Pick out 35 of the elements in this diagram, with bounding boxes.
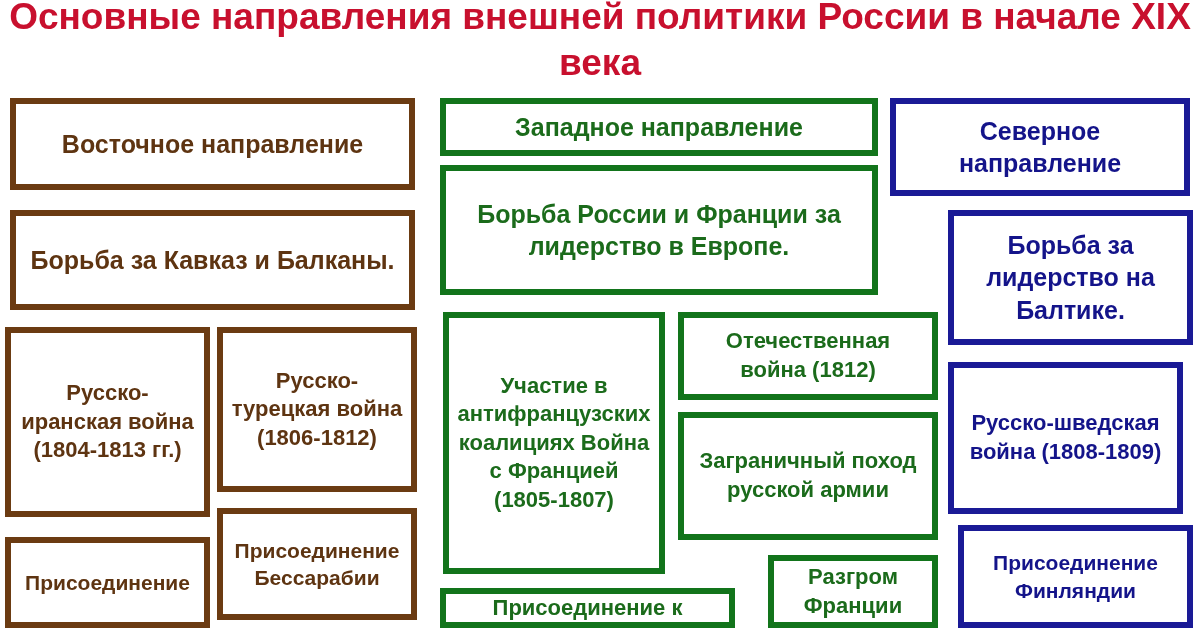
text-box [10, 98, 415, 190]
box-text: Северное направление [957, 115, 1123, 179]
box-text: Русско-турецкая война (1806-1812) [230, 366, 404, 452]
box-text: Присоединение к [492, 593, 683, 622]
box-text: Участие в антифранцузских коалициях Война с Францией (1805-1807) [456, 371, 652, 514]
box-text: Присоединение Финляндии [992, 550, 1159, 604]
text-box [10, 210, 415, 310]
text-box [217, 327, 417, 492]
box-text: Присоединение [25, 569, 190, 596]
box-text: Борьба за лидерство на Балтике. [985, 229, 1156, 326]
text-box [5, 327, 210, 517]
text-box [948, 210, 1193, 345]
text-box [678, 312, 938, 400]
box-text: Борьба за Кавказ и Балканы. [30, 244, 395, 276]
text-box [440, 588, 735, 628]
text-box [958, 525, 1193, 628]
box-text: Присоединение Бессарабии [233, 537, 401, 591]
diagram-title: Основные направления внешней политики России в начале XIX века [8, 0, 1192, 85]
text-box [890, 98, 1190, 196]
box-text: Отечественная война (1812) [724, 327, 892, 384]
box-text: Русско-шведская война (1808-1809) [968, 409, 1163, 466]
text-box [217, 508, 417, 620]
box-text: Борьба России и Франции за лидерство в Европе. [476, 198, 842, 262]
box-text: Заграничный поход русской армии [698, 447, 918, 504]
box-text: Западное направление [515, 111, 803, 143]
box-text: Русско-иранская война (1804-1813 гг.) [20, 379, 195, 465]
text-box [948, 362, 1183, 514]
box-text: Восточное направление [61, 128, 364, 160]
text-box [440, 165, 878, 295]
text-box [768, 555, 938, 628]
box-text: Разгром Франции [802, 562, 904, 620]
text-box [5, 537, 210, 628]
text-box [443, 312, 665, 574]
text-box [440, 98, 878, 156]
text-box [678, 412, 938, 540]
